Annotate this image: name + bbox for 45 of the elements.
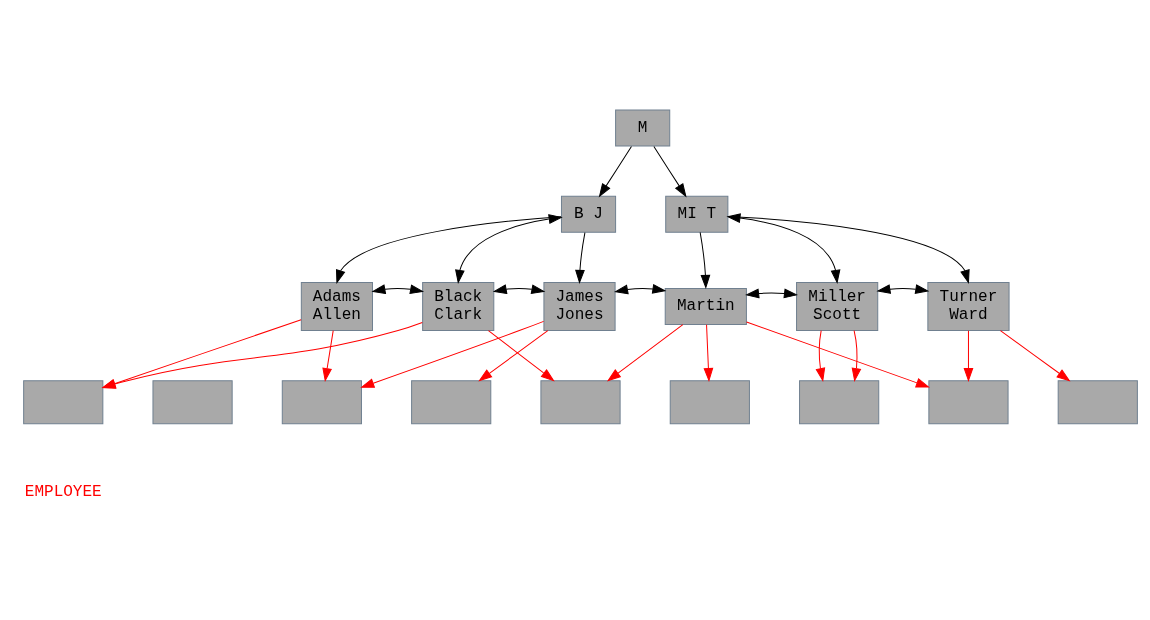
- arrow: [102, 322, 423, 389]
- arrow: [599, 146, 632, 197]
- node-box: [281, 380, 362, 425]
- arrow: [727, 215, 970, 283]
- arrow: [877, 284, 929, 294]
- arrow: [699, 231, 711, 288]
- arrow: [653, 146, 687, 197]
- node-box: Adams Allen: [300, 281, 373, 332]
- arrow: [336, 216, 562, 283]
- arrow: [493, 284, 545, 294]
- node-box: [928, 380, 1009, 425]
- arrow: [455, 214, 562, 283]
- node-box: [799, 380, 880, 425]
- node-box: MI T: [665, 195, 729, 233]
- node-box: [540, 380, 621, 425]
- arrow: [746, 288, 797, 299]
- label: EMPLOYEE: [24, 482, 102, 501]
- arrow: [322, 330, 334, 382]
- arrow: [746, 321, 929, 388]
- arrow: [999, 330, 1070, 382]
- arrow: [851, 330, 862, 382]
- node-box: B J: [560, 195, 617, 233]
- node-box: Miller Scott: [796, 281, 879, 332]
- node-box: Black Clark: [422, 281, 495, 332]
- arrow: [372, 284, 424, 294]
- arrow: [361, 320, 545, 388]
- arrow: [727, 213, 841, 283]
- node-box: [411, 380, 492, 425]
- node-box: Martin: [664, 287, 747, 326]
- node-box: Turner Ward: [927, 281, 1010, 332]
- arrow: [479, 330, 549, 382]
- arrow: [815, 330, 826, 382]
- node-box: [23, 380, 104, 425]
- arrow: [607, 324, 684, 382]
- node-box: [669, 380, 750, 425]
- node-box: [1057, 380, 1138, 425]
- node-box: M: [615, 109, 671, 147]
- node-box: James Jones: [543, 281, 616, 332]
- arrow: [102, 319, 302, 389]
- arrow: [963, 330, 974, 382]
- arrow: [703, 324, 714, 382]
- arrow: [575, 232, 586, 283]
- node-box: [152, 380, 233, 425]
- arrow: [487, 330, 555, 382]
- arrow: [615, 284, 666, 295]
